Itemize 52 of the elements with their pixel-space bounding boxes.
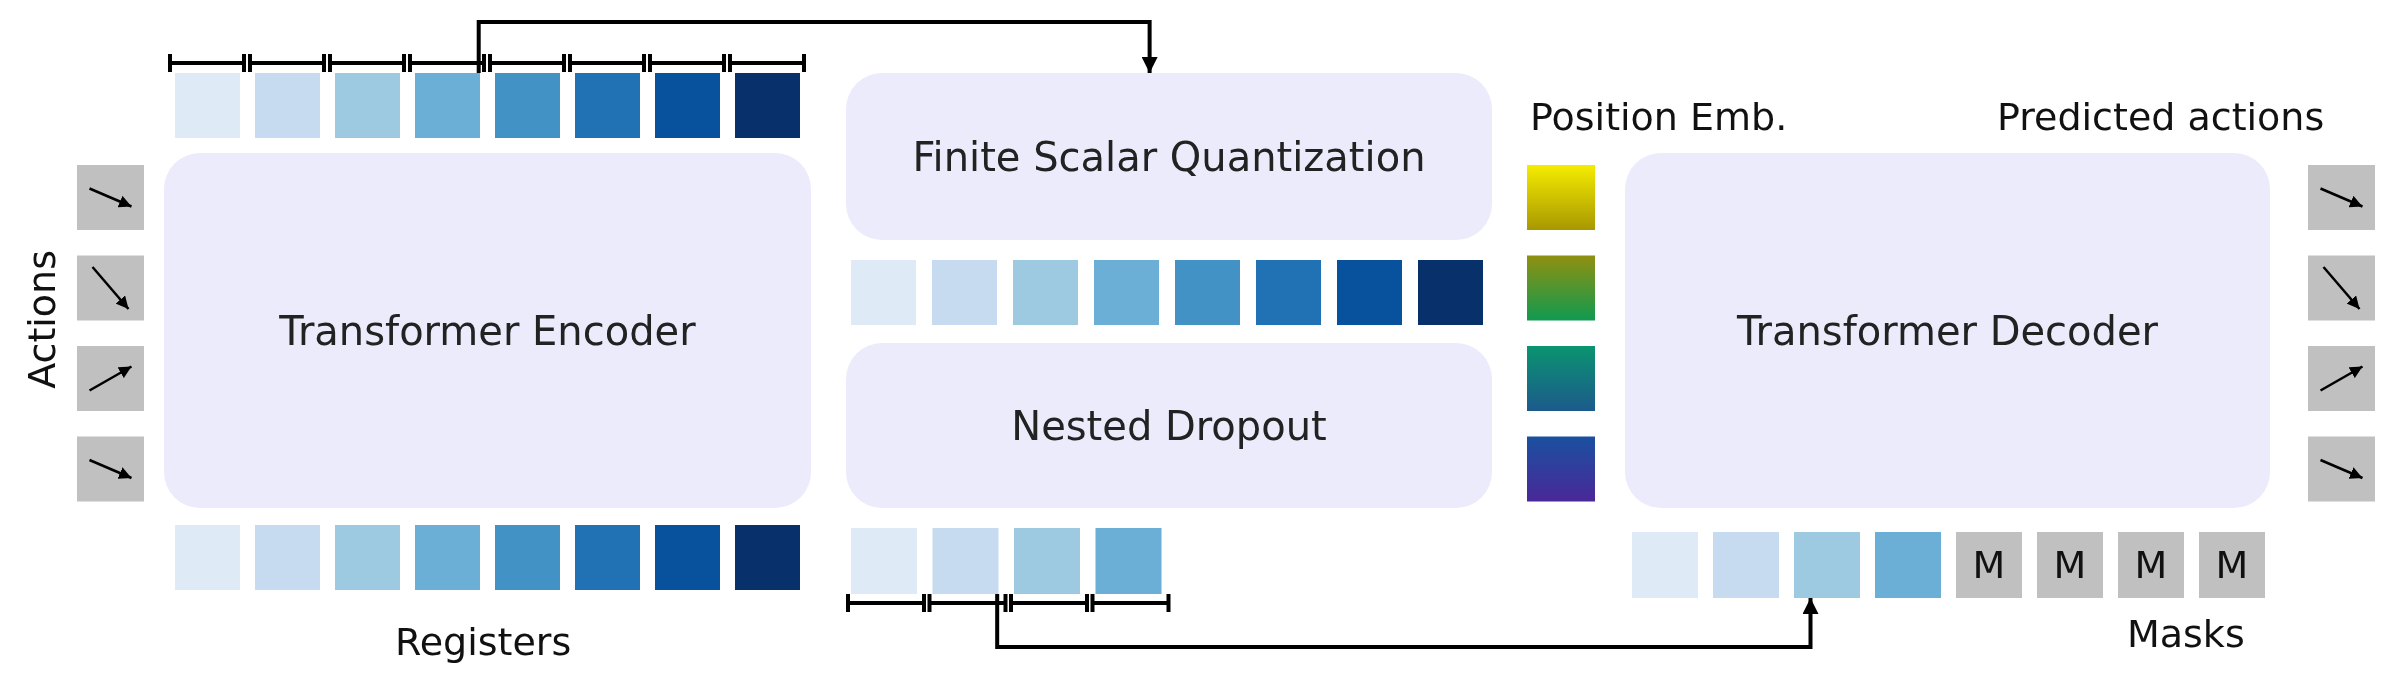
token-square (335, 525, 400, 590)
token-square (335, 73, 400, 138)
token-square (851, 528, 917, 594)
position-embedding-square (1527, 255, 1595, 321)
position-embedding-square (1527, 436, 1595, 502)
mask-token: M (2037, 532, 2103, 598)
token-square (1632, 532, 1698, 598)
module-label: Transformer Decoder (1736, 307, 2159, 354)
position-embedding-square (1527, 346, 1595, 411)
token-square (175, 73, 240, 138)
token-square (1013, 260, 1078, 325)
token-square (851, 260, 916, 325)
text-label: Registers (395, 620, 572, 664)
module-label: Transformer Encoder (279, 307, 696, 354)
token-square (735, 73, 800, 138)
module-box (846, 73, 1492, 240)
module-label: Nested Dropout (1011, 402, 1327, 449)
token-square (1713, 532, 1779, 598)
position-embedding-square (1527, 165, 1595, 230)
mask-token: M (1956, 532, 2022, 598)
token-square (575, 73, 640, 138)
arrow (995, 594, 1819, 649)
token-square (1337, 260, 1402, 325)
mask-token: M (2199, 532, 2265, 598)
token-square (1256, 260, 1321, 325)
token-square (415, 73, 480, 138)
module-label: Finite Scalar Quantization (912, 133, 1426, 180)
token-square (655, 525, 720, 590)
token-square (1014, 528, 1080, 594)
axis-label: Actions (20, 250, 64, 389)
token-square (655, 73, 720, 138)
token-square (932, 528, 999, 594)
text-label: Position Emb. (1530, 95, 1788, 139)
token-square (1794, 532, 1860, 598)
token-square (932, 260, 997, 325)
token-square (1094, 260, 1159, 325)
token-square (175, 525, 240, 590)
token-square (495, 525, 560, 590)
text-label: Masks (2127, 612, 2245, 656)
token-square (1418, 260, 1483, 325)
token-square (1095, 528, 1162, 594)
text-label: Predicted actions (1997, 95, 2325, 139)
token-square (1175, 260, 1240, 325)
token-square (255, 525, 320, 590)
mask-token: M (2118, 532, 2184, 598)
token-square (415, 525, 480, 590)
token-square (255, 73, 320, 138)
token-square (495, 73, 560, 138)
token-square (735, 525, 800, 590)
arrow (476, 20, 1158, 73)
token-square (575, 525, 640, 590)
token-square (1875, 532, 1941, 598)
